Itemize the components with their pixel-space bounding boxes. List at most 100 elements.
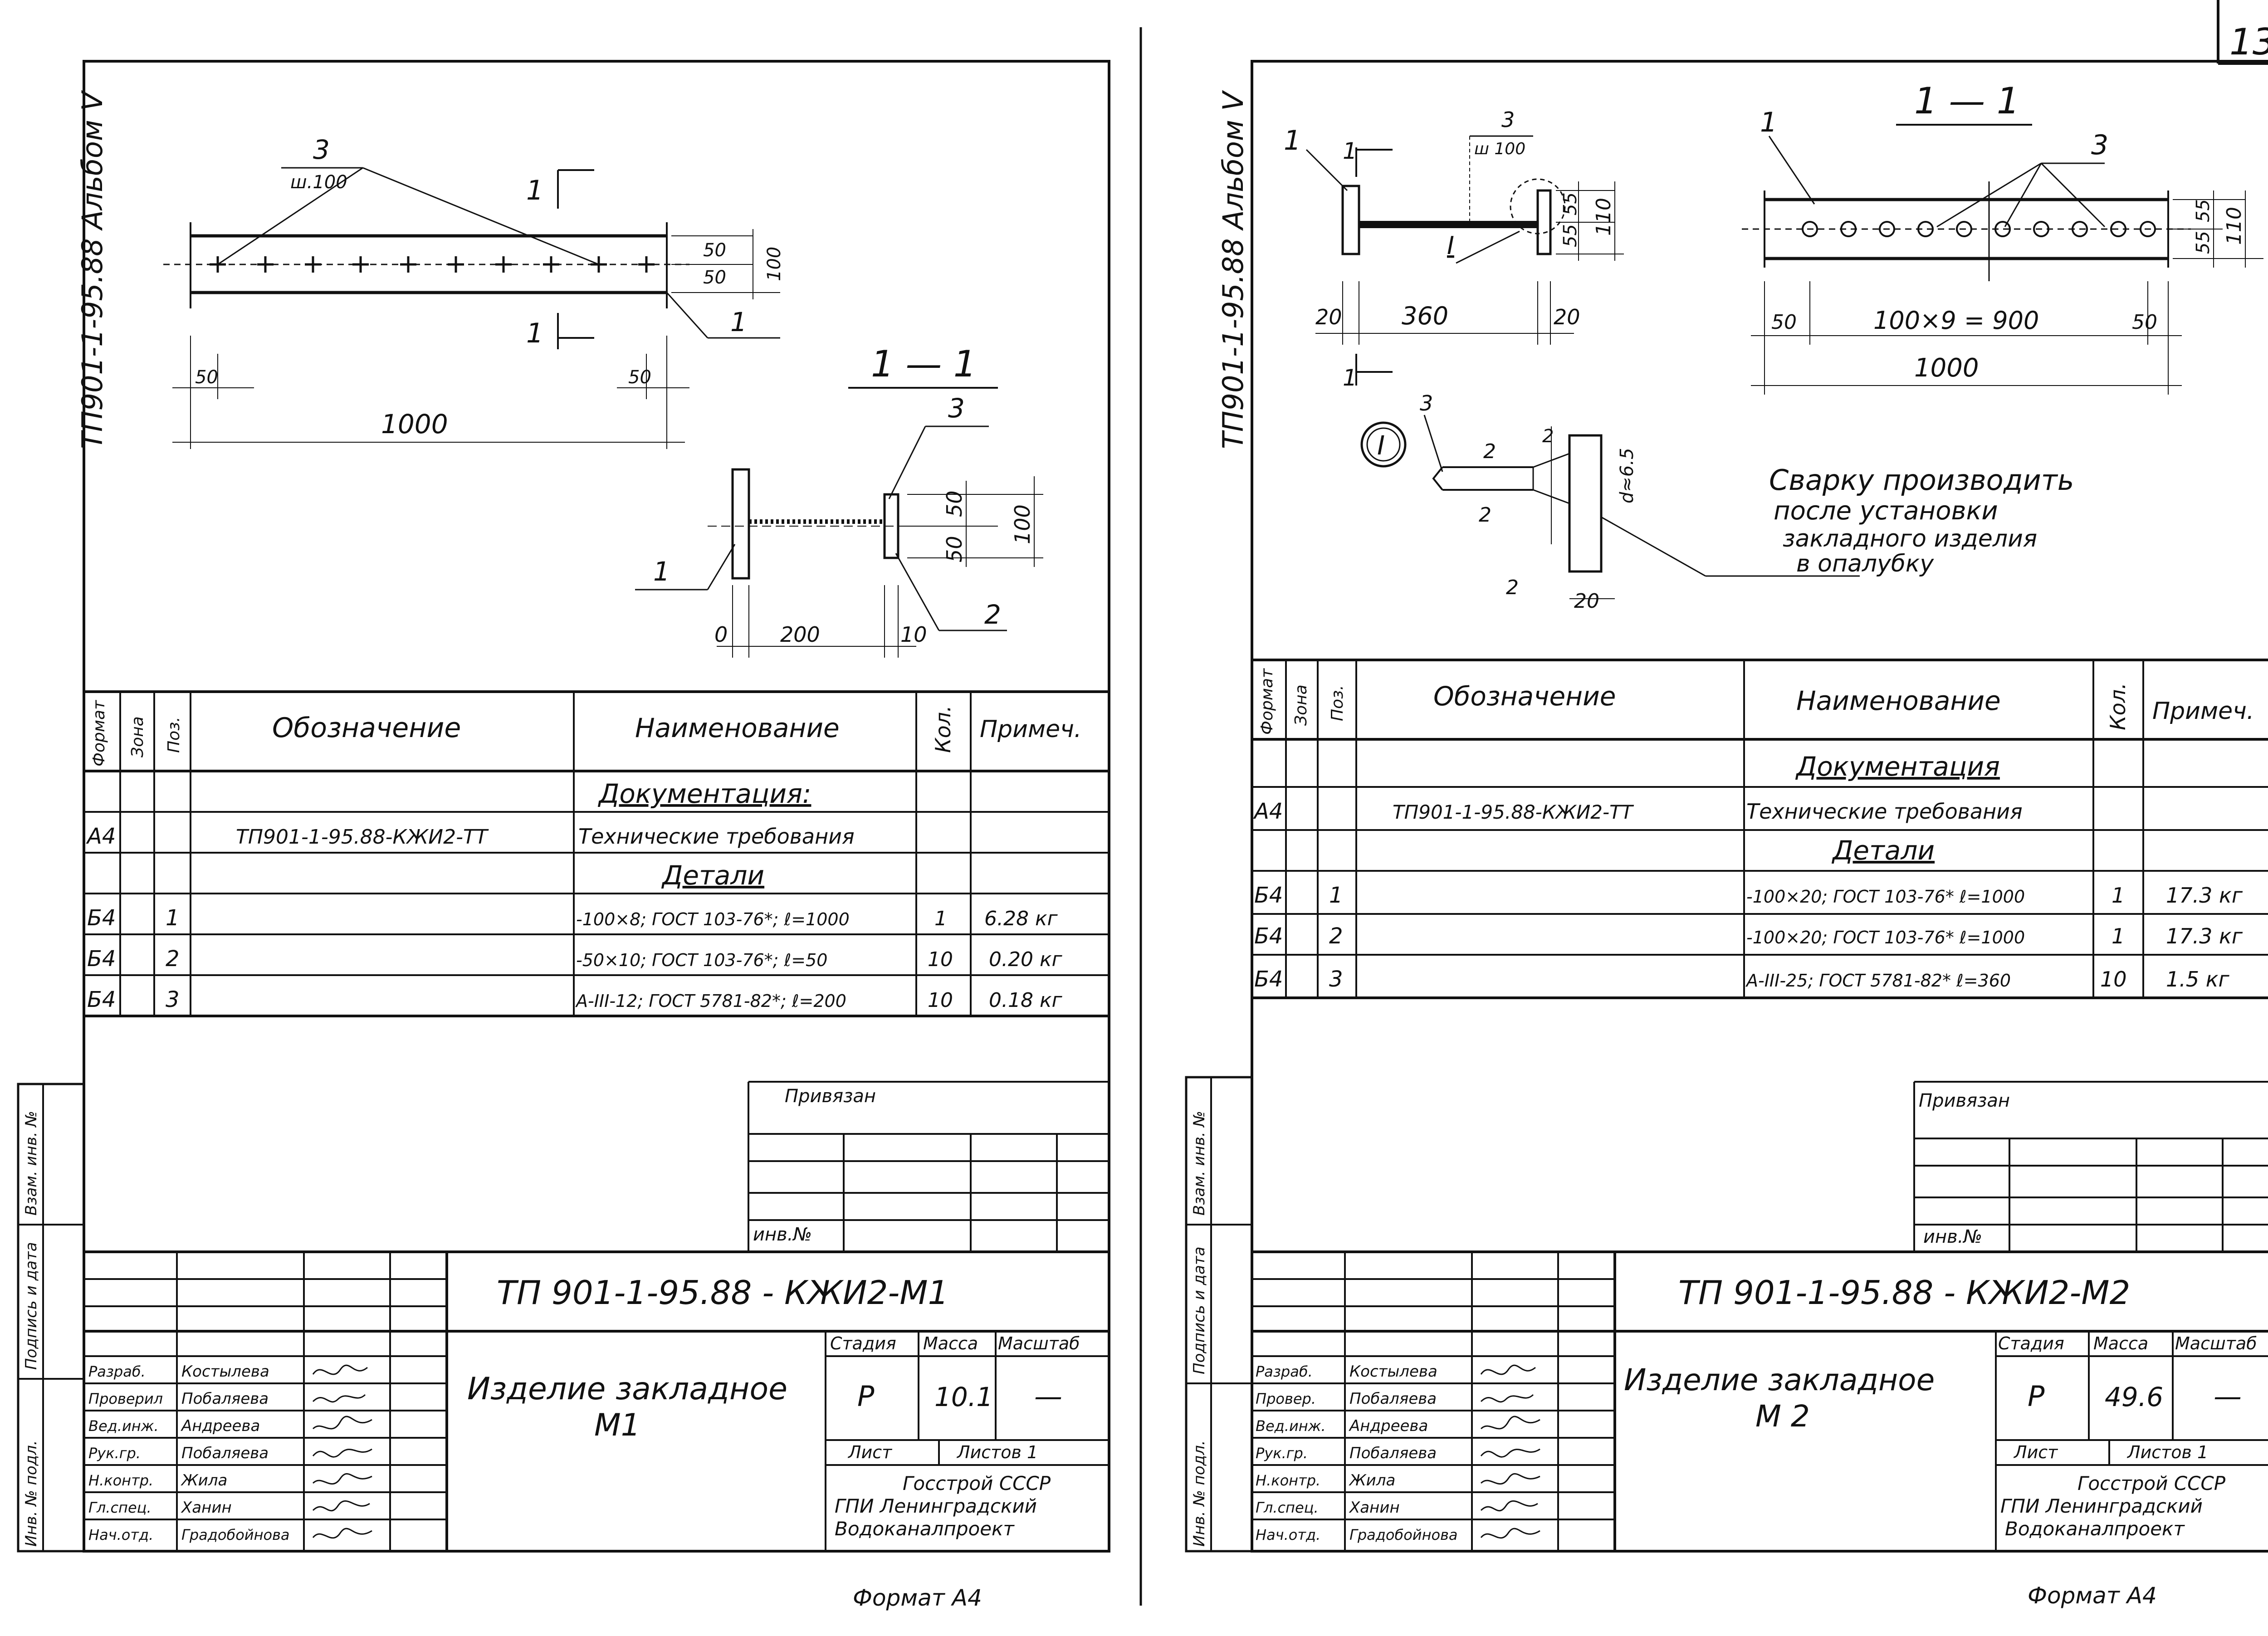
left-r5-pos: 3 bbox=[166, 987, 180, 1012]
right-r4-name: -100×20; ГОСТ 103-76* ℓ=1000 bbox=[1746, 928, 2025, 947]
right-r5-pos: 3 bbox=[1329, 967, 1343, 992]
right-r360: 360 bbox=[1402, 302, 1448, 330]
right-r4-kol: 1 bbox=[2112, 924, 2125, 948]
right-mass: 49.6 bbox=[2105, 1382, 2163, 1412]
left-name-1: Костылева bbox=[181, 1363, 269, 1381]
right-rI: I bbox=[1447, 231, 1454, 260]
left-sec-50b: 50 bbox=[942, 536, 967, 562]
right-r20a: 20 bbox=[1315, 305, 1342, 329]
left-r1-fmt: А4 bbox=[86, 824, 116, 849]
left-sec-pos1: 1 bbox=[653, 556, 670, 587]
right-list: Лист bbox=[2013, 1442, 2058, 1462]
left-title-block bbox=[84, 1250, 1109, 1551]
left-role-6: Гл.спец. bbox=[88, 1499, 152, 1516]
left-name-7: Градобойнова bbox=[181, 1526, 290, 1543]
left-r5-fmt: Б4 bbox=[87, 987, 116, 1012]
left-role-5: Н.контр. bbox=[88, 1472, 153, 1489]
right-sheet: ТП901-1-95.88 Альбом V 1 1 3 ш 100 I 55 … bbox=[1185, 60, 2268, 1609]
right-doc-code: ТП 901-1-95.88 - КЖИ2-М2 bbox=[1678, 1274, 2130, 1312]
right-hdr-name: Наименование bbox=[1796, 685, 2001, 716]
right-n3: 3 bbox=[1420, 391, 1433, 415]
left-r5-kol: 10 bbox=[928, 989, 953, 1012]
right-privyazan: Привязан bbox=[1919, 1090, 2010, 1111]
right-item-name: Изделие закладное bbox=[1624, 1363, 1935, 1397]
left-sec-1b: 1 bbox=[526, 317, 543, 349]
left-side-inv: Инв. № подл. bbox=[22, 1440, 40, 1547]
left-sec-10: 10 bbox=[900, 622, 927, 647]
left-name-6: Ханин bbox=[181, 1499, 232, 1517]
left-role-4: Рук.гр. bbox=[88, 1445, 141, 1462]
right-t50b: 50 bbox=[2132, 311, 2157, 334]
right-n2c: 2 bbox=[1479, 503, 1491, 527]
right-inv: инв.№ bbox=[1923, 1226, 1982, 1247]
left-name-2: Побаляева bbox=[181, 1390, 269, 1408]
right-stage-hdr: Стадия bbox=[1998, 1333, 2064, 1353]
left-role-7: Нач.отд. bbox=[88, 1526, 153, 1543]
left-pos3-label: 3 bbox=[313, 134, 330, 165]
right-t50a: 50 bbox=[1771, 311, 1797, 334]
right-t1000: 1000 bbox=[1914, 353, 1979, 383]
left-section-title: 1 — 1 bbox=[871, 343, 977, 385]
right-section-title: 1 — 1 bbox=[1914, 80, 2020, 122]
left-r3-fmt: Б4 bbox=[87, 905, 116, 931]
right-r5-prim: 1.5 кг bbox=[2166, 967, 2230, 991]
right-rw100: ш 100 bbox=[1474, 140, 1525, 158]
right-r3: 3 bbox=[1501, 107, 1515, 132]
right-t900: 100×9 = 900 bbox=[1873, 306, 2039, 335]
left-format: Формат А4 bbox=[853, 1585, 982, 1611]
left-r3-prim: 6.28 кг bbox=[984, 907, 1058, 930]
left-side-stamp bbox=[17, 1083, 85, 1553]
left-sec-200: 200 bbox=[780, 622, 820, 647]
right-role-5: Н.контр. bbox=[1256, 1472, 1320, 1489]
right-name-4: Побаляева bbox=[1349, 1444, 1437, 1462]
left-privyazan-block bbox=[748, 1081, 1109, 1252]
right-org-2: ГПИ Ленинградский bbox=[2000, 1495, 2203, 1517]
right-r5-kol: 10 bbox=[2100, 967, 2127, 991]
left-role-2: Проверил bbox=[88, 1390, 163, 1407]
right-name-6: Ханин bbox=[1349, 1499, 1400, 1517]
right-side-vzam: Взам. инв. № bbox=[1190, 1111, 1208, 1216]
left-name-3: Андреева bbox=[181, 1417, 260, 1435]
left-r5-name: А-III-12; ГОСТ 5781-82*; ℓ=200 bbox=[575, 991, 846, 1011]
right-t3: 3 bbox=[2091, 129, 2108, 161]
right-nd: d≈6.5 bbox=[1617, 448, 1637, 503]
right-r20b: 20 bbox=[1554, 305, 1580, 329]
right-r1b: 1 bbox=[1343, 138, 1357, 164]
left-sec-pos3: 3 bbox=[948, 393, 965, 424]
left-hdr-prim: Примеч. bbox=[980, 716, 1081, 743]
right-r1-oboz: ТП901-1-95.88-КЖИ2-ТТ bbox=[1393, 801, 1634, 823]
left-side-vzam: Взам. инв. № bbox=[22, 1111, 40, 1216]
right-t55a: 55 bbox=[2193, 199, 2214, 222]
right-r110: 110 bbox=[1592, 198, 1615, 236]
left-r0-name: Документация: bbox=[597, 778, 811, 809]
left-r4-fmt: Б4 bbox=[87, 946, 116, 972]
left-sec-50a: 50 bbox=[942, 490, 967, 517]
right-hdr-format: Формат bbox=[1258, 668, 1276, 735]
right-side-album: ТП901-1-95.88 Альбом V bbox=[1217, 90, 1250, 449]
left-dim-50l: 50 bbox=[195, 367, 218, 388]
right-role-4: Рук.гр. bbox=[1256, 1445, 1308, 1462]
left-privyazan: Привязан bbox=[785, 1086, 876, 1107]
left-spec-table bbox=[84, 690, 1109, 1017]
right-hdr-oboz: Обозначение bbox=[1433, 681, 1616, 712]
left-item-mark: М1 bbox=[594, 1407, 640, 1443]
right-node-i: I bbox=[1377, 430, 1385, 461]
right-role-3: Вед.инж. bbox=[1256, 1417, 1326, 1435]
left-side-album: ТП901-1-95.88 Альбом V bbox=[76, 90, 109, 449]
page-number: 13 bbox=[2229, 21, 2268, 63]
right-stage: Р bbox=[2028, 1380, 2045, 1413]
right-r1-fmt: А4 bbox=[1253, 799, 1283, 824]
right-format: Формат А4 bbox=[2028, 1582, 2157, 1609]
right-n2a: 2 bbox=[1483, 440, 1496, 463]
right-anchor-circles bbox=[1802, 221, 2156, 237]
left-sec-100: 100 bbox=[1010, 504, 1035, 544]
left-role-1: Разраб. bbox=[88, 1363, 146, 1380]
right-scale-hdr: Масштаб bbox=[2175, 1333, 2257, 1353]
right-r1: 1 bbox=[1284, 125, 1301, 156]
right-r4-pos: 2 bbox=[1329, 923, 1343, 949]
right-r55a: 55 bbox=[1560, 192, 1581, 215]
left-dim-50a: 50 bbox=[703, 240, 726, 261]
right-note-4: в опалубку bbox=[1796, 550, 1934, 577]
right-note-2: после установки bbox=[1774, 496, 1998, 526]
left-pos1-label: 1 bbox=[730, 307, 747, 337]
